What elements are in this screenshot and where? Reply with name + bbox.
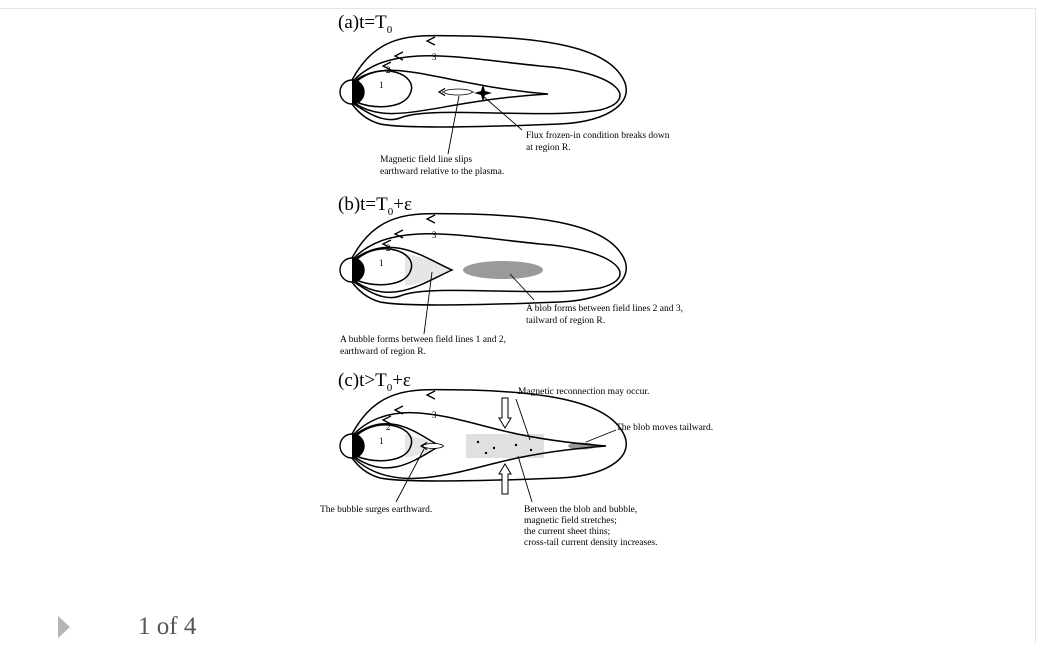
annotation-between-blob-bubble: Between the blob and bubble, magnetic fi… — [518, 456, 657, 548]
annotation-blob-forms: A blob forms between field lines 2 and 3… — [510, 274, 683, 326]
annotation-field-line-slips: Magnetic field line slips earthward rela… — [380, 96, 504, 177]
svg-text:The blob moves tailward.: The blob moves tailward. — [616, 423, 713, 433]
play-icon[interactable] — [58, 616, 70, 638]
svg-text:Magnetic reconnection may occ: Magnetic reconnection may occur. — [518, 387, 649, 397]
slip-arrow — [442, 89, 474, 95]
panel-a: (a)t=T0 3 2 1 Flux f — [338, 12, 670, 177]
field-line-1 — [356, 71, 412, 107]
svg-text:Magnetic field line slips: Magnetic field line slips — [380, 154, 472, 165]
earthward-surge-arrow — [423, 444, 444, 449]
page-counter: 1 of 4 — [138, 612, 196, 642]
svg-text:1: 1 — [379, 80, 384, 90]
svg-text:1: 1 — [379, 436, 384, 446]
panel-b: (b)t=T0+ε 3 2 1 A blob forms between fie… — [338, 194, 683, 357]
svg-text:3: 3 — [432, 410, 437, 420]
svg-text:2: 2 — [386, 243, 391, 253]
svg-text:3: 3 — [432, 230, 437, 240]
annotation-blob-moves: The blob moves tailward. — [586, 423, 713, 442]
annotation-flux-breaks-down: Flux frozen-in condition breaks down at … — [483, 96, 670, 153]
field-lines — [352, 36, 626, 127]
svg-text:1: 1 — [379, 258, 384, 268]
panel-b-title: (b)t=T0+ε — [338, 194, 412, 218]
earth — [340, 434, 364, 458]
svg-text:earthward of region R.: earthward of region R. — [340, 346, 426, 357]
svg-text:Between the blob and bubble,: Between the blob and bubble, — [524, 505, 637, 515]
svg-text:earthward relative to the plas: earthward relative to the plasma. — [380, 167, 504, 177]
svg-text:3: 3 — [432, 52, 437, 62]
panel-c: (c)t>T0+ε 3 2 1 — [320, 370, 713, 548]
blob — [463, 261, 543, 279]
svg-text:at region R.: at region R. — [526, 143, 571, 153]
svg-text:cross-tail current density inc: cross-tail current density increases. — [524, 538, 657, 548]
annotation-bubble-forms: A bubble forms between field lines 1 and… — [340, 272, 506, 357]
earth — [340, 80, 364, 104]
svg-text:magnetic field stretches;: magnetic field stretches; — [524, 515, 617, 526]
field-lines — [352, 214, 626, 305]
pager: 1 of 4 — [58, 612, 70, 642]
panel-a-title: (a)t=T0 — [338, 12, 393, 36]
svg-text:2: 2 — [386, 422, 391, 432]
svg-text:the current sheet thins;: the current sheet thins; — [524, 527, 610, 537]
svg-text:The bubble surges earthward.: The bubble surges earthward. — [320, 505, 432, 515]
svg-text:A bubble forms between field l: A bubble forms between field lines 1 and… — [340, 334, 506, 345]
svg-text:2: 2 — [386, 65, 391, 75]
svg-text:Flux frozen-in condition brea: Flux frozen-in condition breaks down — [526, 130, 670, 141]
svg-text:A blob forms between field lin: A blob forms between field lines 2 and 3… — [526, 303, 683, 314]
svg-text:tailward of region R.: tailward of region R. — [526, 315, 605, 326]
field-line-3 — [354, 56, 620, 120]
panel-c-title: (c)t>T0+ε — [338, 370, 411, 394]
earth — [340, 258, 364, 282]
